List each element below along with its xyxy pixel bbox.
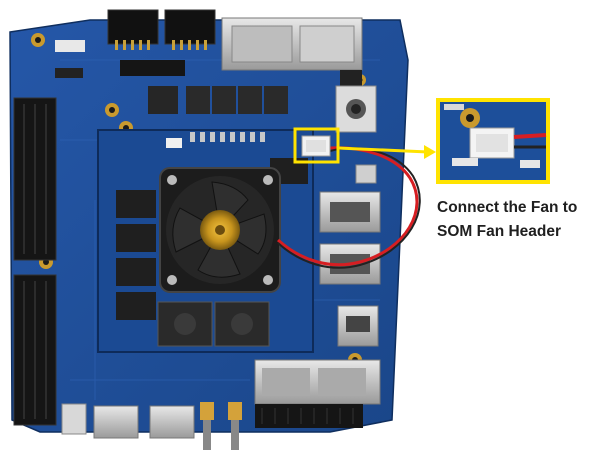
cooling-fan (159, 167, 281, 293)
bottom-connectors (61, 359, 381, 450)
top-metal-cage (221, 17, 363, 86)
fan-header-highlight-box (293, 127, 340, 164)
right-side-ports (319, 164, 381, 347)
left-high-density-connectors (13, 97, 57, 426)
instruction-caption: Connect the Fan to SOM Fan Header (437, 196, 605, 244)
pointer-arrow (337, 145, 436, 159)
top-pin-headers (55, 9, 216, 78)
caption-line-1: Connect the Fan to (437, 199, 578, 216)
fan-cable (276, 146, 421, 269)
power-inductors (148, 86, 288, 114)
memory-chips (116, 158, 308, 320)
zoom-inset (436, 98, 550, 184)
som-fan-header (301, 135, 331, 157)
caption-line-2: SOM Fan Header (437, 223, 562, 240)
audio-jack (335, 85, 377, 133)
processor-chips (157, 301, 270, 347)
